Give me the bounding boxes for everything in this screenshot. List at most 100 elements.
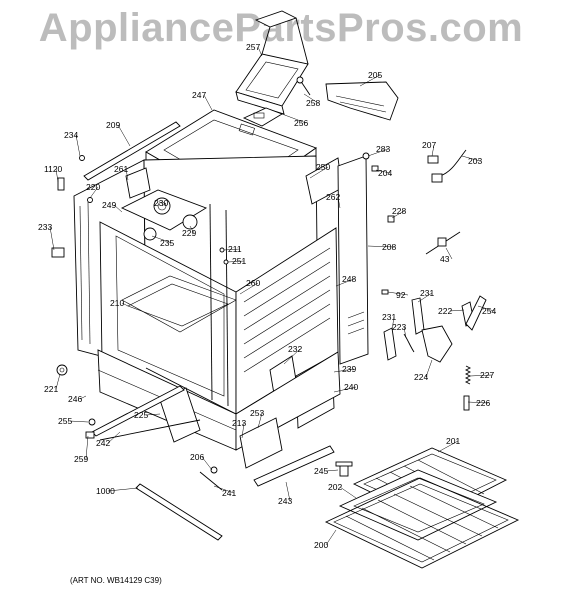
- part-label-241: 241: [222, 488, 236, 498]
- part-245-leveler: [335, 461, 353, 477]
- leader-line-255: [69, 420, 89, 423]
- leader-line-210: [121, 302, 129, 307]
- leader-line-256: [281, 113, 307, 124]
- part-label-243: 243: [278, 496, 292, 506]
- leader-lines: [49, 46, 495, 546]
- leader-line-222: [449, 309, 465, 312]
- part-label-228: 228: [392, 206, 406, 216]
- leader-line-1000: [107, 487, 139, 492]
- leader-line-261: [125, 168, 129, 181]
- part-205-trim: [325, 81, 399, 121]
- part-228-clip: [387, 215, 395, 223]
- part-249-burner-box: [120, 189, 208, 241]
- part-label-220: 220: [86, 182, 100, 192]
- leader-line-248: [335, 278, 355, 287]
- part-1120-clip: [57, 177, 65, 191]
- leader-line-220: [89, 186, 99, 199]
- part-label-234: 234: [64, 130, 78, 140]
- part-259-clip: [85, 431, 95, 439]
- leader-line-241: [213, 485, 235, 494]
- part-1000-kick-strip: [135, 483, 223, 541]
- leader-line-235: [151, 235, 173, 244]
- leader-line-208: [367, 245, 395, 248]
- part-203-valve: [427, 149, 467, 183]
- part-label-253: 253: [250, 408, 264, 418]
- leader-line-202: [339, 486, 357, 499]
- part-label-242: 242: [96, 438, 110, 448]
- part-label-1120: 1120: [44, 164, 63, 174]
- part-label-210: 210: [110, 298, 124, 308]
- part-label-247: 247: [192, 90, 206, 100]
- leader-line-226: [467, 401, 489, 404]
- part-261-bracket: [125, 167, 151, 199]
- part-label-257: 257: [246, 42, 260, 52]
- part-label-209: 209: [106, 120, 120, 130]
- part-label-255: 255: [58, 416, 72, 426]
- leader-line-92: [387, 291, 409, 296]
- part-label-254: 254: [482, 306, 496, 316]
- part-label-239: 239: [342, 364, 356, 374]
- part-208-side-channel: [337, 155, 369, 365]
- part-label-1000: 1000: [96, 486, 115, 496]
- part-label-211: 211: [228, 244, 242, 254]
- part-label-245: 245: [314, 466, 328, 476]
- part-253-bracket: [239, 417, 283, 469]
- leader-line-43: [445, 247, 453, 260]
- part-92-clip: [381, 289, 389, 295]
- part-label-225: 225: [134, 410, 148, 420]
- leader-line-200: [325, 529, 337, 546]
- part-202-broil-pan: [338, 469, 498, 541]
- part-label-249: 249: [102, 200, 116, 210]
- part-label-203: 203: [468, 156, 482, 166]
- part-label-231b: 231: [382, 312, 396, 322]
- part-231-223-hinge: [383, 297, 425, 361]
- part-label-202: 202: [328, 482, 342, 492]
- part-label-232: 232: [288, 344, 302, 354]
- part-221-foot: [56, 364, 68, 376]
- part-222-254-hinge-parts: [461, 295, 487, 331]
- leader-line-240: [333, 386, 357, 393]
- leader-line-254: [477, 305, 495, 312]
- part-label-222: 222: [438, 306, 452, 316]
- part-257-vent-panel: [235, 10, 309, 115]
- leader-line-211: [223, 248, 241, 251]
- part-label-204: 204: [378, 168, 392, 178]
- leader-line-243: [285, 481, 291, 502]
- leader-line-205: [359, 74, 381, 87]
- leader-line-209: [117, 124, 131, 147]
- part-label-230: 230: [154, 198, 168, 208]
- part-label-235: 235: [160, 238, 174, 248]
- leader-line-1120: [55, 168, 59, 183]
- leader-line-239: [333, 368, 355, 373]
- leader-line-258: [303, 93, 319, 104]
- leader-line-201: [437, 440, 459, 453]
- part-label-259: 259: [74, 454, 88, 464]
- part-label-205: 205: [368, 70, 382, 80]
- part-label-248: 248: [342, 274, 356, 284]
- leader-line-230: [161, 202, 167, 207]
- leader-line-247: [203, 94, 213, 111]
- part-251-screw: [223, 259, 229, 265]
- leader-line-245: [325, 469, 339, 472]
- leader-line-203: [461, 155, 481, 162]
- part-206-screw: [210, 466, 218, 474]
- leader-line-260: [239, 282, 259, 295]
- leader-line-225: [145, 413, 161, 416]
- leader-line-229: [189, 225, 195, 234]
- leader-line-231b: [391, 316, 395, 331]
- part-200-oven-rack: [324, 477, 520, 569]
- leader-line-224: [425, 359, 433, 378]
- part-label-226: 226: [476, 398, 490, 408]
- part-label-250: 250: [316, 162, 330, 172]
- part-242-rail: [91, 385, 201, 441]
- art-number: (ART NO. WB14129 C39): [70, 576, 162, 585]
- part-label-258: 258: [306, 98, 320, 108]
- part-220-screw: [87, 197, 93, 203]
- part-label-221: 221: [44, 384, 58, 394]
- part-label-231a: 231: [420, 288, 434, 298]
- part-label-251: 251: [232, 256, 246, 266]
- part-label-43: 43: [440, 254, 450, 264]
- part-label-224: 224: [414, 372, 428, 382]
